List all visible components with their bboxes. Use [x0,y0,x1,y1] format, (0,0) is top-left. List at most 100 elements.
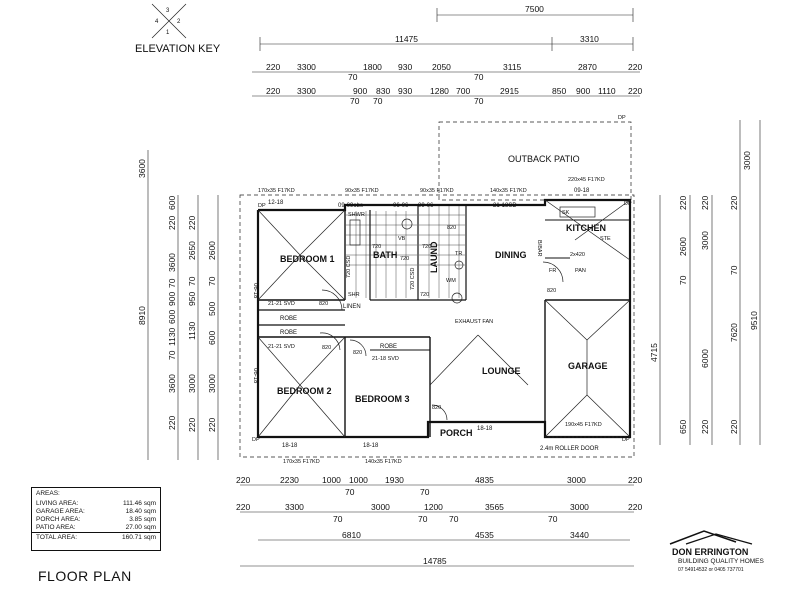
top-dim-r3-8: 700 [456,86,470,96]
door-820-f: 820 [447,225,456,231]
bot-r1-4: 1000 [349,475,368,485]
top-dim-r2-2: 70 [348,72,358,82]
top-dim-r3-2: 900 [353,86,367,96]
bot-r1-0: 220 [236,475,250,485]
top-dim-r3-7: 1280 [430,86,449,96]
room-shr: SHR [348,292,360,298]
areas-table: AREAS: LIVING AREA: 111.46 sqm GARAGE AR… [31,487,161,551]
door-820-a: 820 [319,301,328,307]
bot-r1-9: 220 [628,475,642,485]
top-dim-r3-12: 900 [576,86,590,96]
left-inner-10: 3000 [207,374,217,393]
builder-phone: 07 54914532 or 0405 737701 [678,567,744,573]
fixed-5: 220x45 F17KD [568,177,605,183]
bot-r2-5: 1200 [424,502,443,512]
room-labels: BEDROOM 1 BEDROOM 2 BEDROOM 3 BATH LAUND… [277,223,608,438]
bot-r4-0: 14785 [423,556,447,566]
sink-label: SK [562,210,570,216]
areas-row-label: PORCH AREA: [36,516,81,523]
builder-logo: DON ERRINGTON BUILDING QUALITY HOMES 07 … [664,528,784,578]
right-mid-0: 220 [678,196,688,210]
door-820-d: 820 [547,288,556,294]
window-w3: 06-06 [393,203,409,209]
window-w4: 09-06 [418,203,434,209]
window-w6: 09-18 [574,188,590,194]
areas-row-value: 18.40 sqm [125,508,156,515]
top-dim-r3-0: 220 [266,86,280,96]
washer-label: WM [446,278,456,284]
fixed-7: 140x35 F17KD [365,459,402,465]
left-inner-9: 3000 [187,374,197,393]
left-inner-7: 500 [207,302,217,316]
left-mid-9: 220 [167,416,177,430]
top-dim-r2-0: 220 [266,62,280,72]
areas-row: LIVING AREA: 111.46 sqm [32,500,160,508]
left-inner-8: 600 [207,331,217,345]
window-w5: 21-18SD [493,203,517,209]
plan-annotations: 21-21 SVD 21-21 SVD 21-18 SVD EXHAUST FA… [252,177,632,465]
dp-label-4: DP [622,437,630,443]
room-bedroom-1: BEDROOM 1 [280,254,335,264]
house-walls [239,194,635,458]
areas-row: PATIO AREA: 27.00 sqm [32,524,160,533]
bot-r2-9: 3000 [570,502,589,512]
left-inner-1: 2650 [187,241,197,260]
areas-heading: AREAS: [36,490,60,497]
top-dim-11475: 11475 [395,34,418,44]
csd-2: 720 CSD [410,268,416,290]
window-w11: 06-18 [252,368,258,384]
roof-logo-icon [669,530,753,545]
room-robe-2: ROBE [280,330,297,336]
areas-row: PORCH AREA: 3.85 sqm [32,516,160,524]
left-inner-4: 950 [187,292,197,306]
room-porch: PORCH [440,428,473,438]
left-mid-3: 70 [167,278,177,288]
left-inner-3: 70 [187,276,197,286]
window-w1: 12-18 [268,200,284,206]
top-dim-r3-9: 70 [474,96,484,106]
areas-row-value: 111.46 sqm [122,500,156,507]
bot-r1-5: 1930 [385,475,404,485]
elevation-key: 3 4 1 2 ELEVATION KEY [135,3,221,55]
outback-patio-outline [438,121,632,201]
room-robe-1: ROBE [280,316,297,322]
bot-r2-0: 220 [236,502,250,512]
bot-r2-8: 70 [548,514,558,524]
bot-r1-2: 1000 [322,475,341,485]
elevation-number-3: 3 [166,8,170,14]
window-w8: 18-18 [363,443,379,449]
window-w10: 06-18 [252,283,258,299]
fixed-2: 90x35 F17KD [345,188,379,194]
bot-r3-1: 4535 [475,530,494,540]
dim-2x420: 2x420 [570,252,585,258]
builder-tagline: BUILDING QUALITY HOMES [678,558,764,565]
bot-r2-10: 220 [628,502,642,512]
top-dim-r2-4: 930 [398,62,412,72]
areas-total-label: TOTAL AREA: [36,534,78,541]
bot-r1-7: 4835 [475,475,494,485]
bot-r1-6: 70 [420,487,430,497]
left-mid-0: 600 [167,196,177,210]
svd-1: 21-21 SVD [268,301,295,307]
left-mid-2: 3600 [167,253,177,272]
left-inner-2: 2600 [207,241,217,260]
areas-row-label: GARAGE AREA: [36,508,85,515]
top-dim-r3-4: 830 [376,86,390,96]
top-dim-r3-6: 930 [398,86,412,96]
areas-total-value: 160.71 sqm [122,534,156,541]
areas-row-value: 27.00 sqm [125,524,156,531]
right-mid-3: 70 [678,275,688,285]
top-dim-r3-5: 70 [373,96,383,106]
builder-name: DON ERRINGTON [672,547,749,557]
left-outer-0: 3600 [137,159,147,178]
bot-r1-8: 3000 [567,475,586,485]
right-mid-6: 6000 [700,349,710,368]
stove-label: STE [600,236,611,242]
door-720-c: 720 [420,292,429,298]
door-820-c: 820 [353,350,362,356]
bot-r3-0: 6810 [342,530,361,540]
bot-r2-1: 3300 [285,502,304,512]
room-robe-3: ROBE [380,344,397,350]
areas-row-label: LIVING AREA: [36,500,79,507]
pantry-label: PAN [575,268,586,274]
